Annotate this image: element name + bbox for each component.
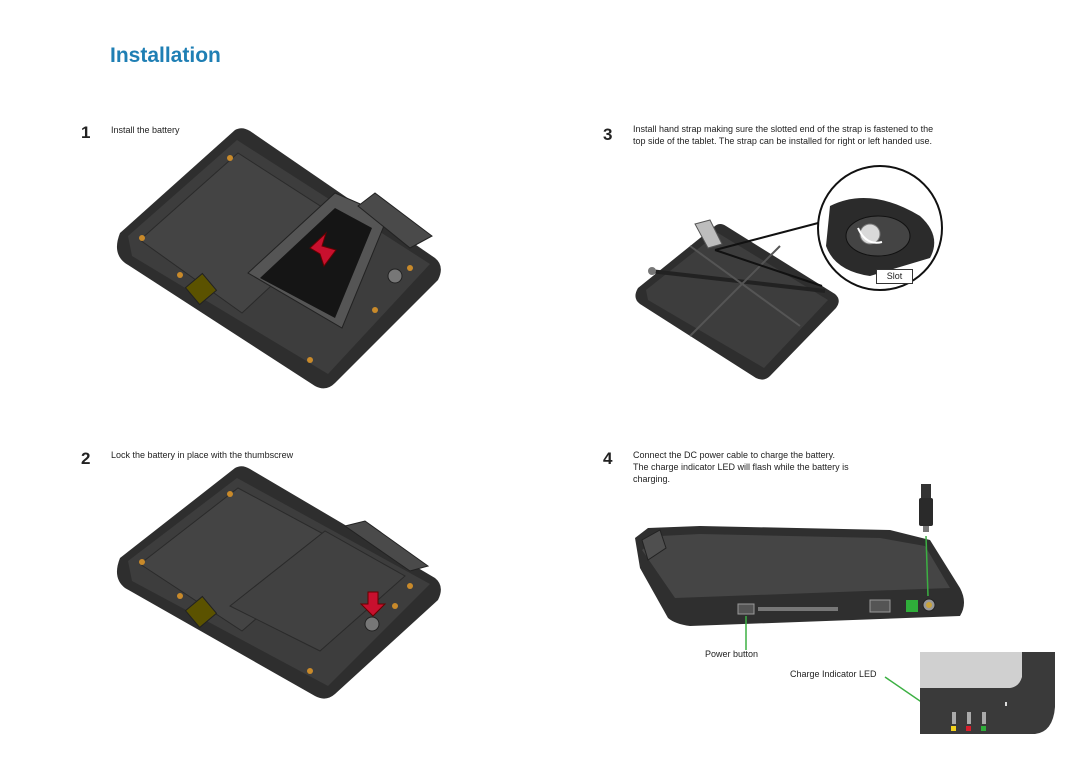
step-1-number: 1 [81, 123, 91, 142]
step-1-line-1: Install the battery [111, 125, 180, 135]
step-4-line-2: The charge indicator LED will flash whil… [633, 462, 849, 472]
charge-led-detail [884, 652, 1055, 734]
step-4-line-1: Connect the DC power cable to charge the… [633, 450, 835, 460]
page-title: Installation [110, 44, 221, 67]
step-3-line-2: top side of the tablet. The strap can be… [633, 136, 933, 146]
step-4-line-3: charging. [633, 474, 671, 484]
step-3-number: 3 [603, 125, 613, 144]
battery-install-illustration [116, 128, 441, 389]
hand-strap-illustration [635, 165, 943, 380]
step-3-line-1: Install hand strap making sure the slott… [633, 124, 934, 134]
step-4-text: Connect the DC power cable to charge the… [633, 449, 913, 485]
step-3-text: Install hand strap making sure the slott… [633, 123, 993, 147]
step-4-number: 4 [603, 449, 613, 468]
slot-callout: Slot [876, 269, 913, 284]
power-button-label: Power button [705, 649, 759, 659]
step-2-text: Lock the battery in place with the thumb… [111, 449, 411, 461]
charge-led-label: Charge Indicator LED [790, 669, 877, 679]
step-2-number: 2 [81, 449, 91, 468]
thumbscrew-lock-illustration [116, 466, 441, 699]
step-2-line-1: Lock the battery in place with the thumb… [111, 450, 294, 460]
dc-power-illustration [635, 484, 964, 650]
step-1-text: Install the battery [111, 124, 411, 136]
